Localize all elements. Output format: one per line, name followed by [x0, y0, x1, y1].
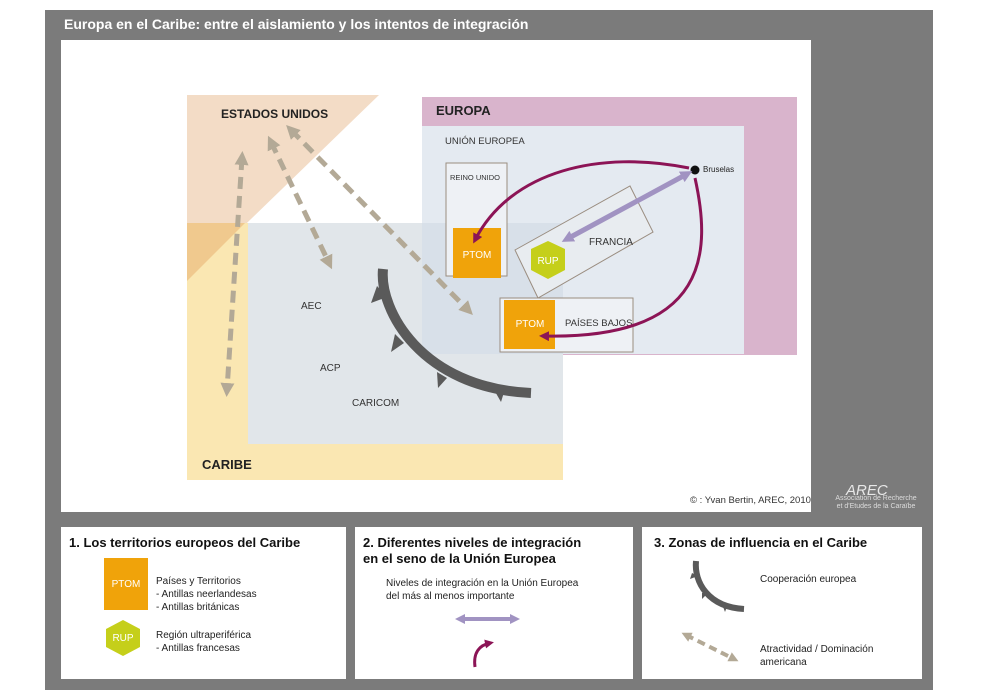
purple-arrow-paises-bajos: [539, 177, 704, 342]
coop-barb-2: [391, 334, 404, 352]
legend-rup-desc: Región ultraperiférica - Antillas france…: [156, 629, 251, 655]
cooperation-arc: [377, 268, 532, 398]
legend-2-desc-line2: del más al menos importante: [386, 591, 515, 602]
legend-atrac-line1: Atractividad / Dominación: [760, 644, 874, 655]
legend-2-desc: Niveles de integración en la Unión Europ…: [386, 577, 578, 603]
ue-label: UNIÓN EUROPEA: [445, 136, 525, 147]
legend-ptom-desc: Países y Territorios - Antillas neerland…: [156, 575, 257, 614]
ptom-desc-line2: - Antillas neerlandesas: [156, 589, 257, 600]
credit-text: © : Yvan Bertin, AREC, 2010: [690, 495, 811, 506]
arec-association-text: Association de Recherche et d'Etudes de …: [820, 495, 932, 511]
legend-coop-label: Cooperación europea: [760, 574, 857, 585]
arec-text-line2: et d'Etudes de la Caraïbe: [836, 503, 916, 510]
legend-2-title-line1: 2. Diferentes niveles de integración: [363, 535, 582, 550]
us-arrow-vertical: [220, 151, 249, 397]
legend-coop-arc: [690, 560, 745, 612]
legend-panel-3: 3. Zonas de influencia en el Caribe Coop…: [642, 527, 922, 679]
arec-logo: AREC: [846, 482, 888, 499]
rup-desc-line2: - Antillas francesas: [156, 643, 240, 654]
legend-2-title: 2. Diferentes niveles de integración en …: [363, 535, 581, 567]
legend-rup-hexagon: RUP: [106, 620, 140, 656]
ptom-desc-line1: Países y Territorios: [156, 576, 241, 587]
europa-label: EUROPA: [436, 103, 491, 118]
legend-2-title-line2: en el seno de la Unión Europea: [363, 551, 556, 566]
legend-atrac-label: Atractividad / Dominación americana: [760, 643, 873, 669]
ptom-paises-bajos-label: PTOM: [516, 319, 545, 330]
page-title: Europa en el Caribe: entre el aislamient…: [64, 16, 529, 32]
ptom-reino-unido-label: PTOM: [463, 250, 492, 261]
legend-panel-1: 1. Los territorios europeos del Caribe P…: [61, 527, 346, 679]
lavender-arrow-francia: [561, 171, 693, 242]
aec-label: AEC: [301, 301, 322, 312]
map-area: PTOM PTOM RUP ESTADOS UNIDOS EUROPA UNIÓ…: [61, 40, 811, 512]
purple-arrow-reino-unido: [473, 160, 690, 244]
coop-barb-4: [493, 388, 505, 402]
legend-ptom-square: PTOM: [104, 558, 148, 610]
legend-atrac-line2: americana: [760, 657, 807, 668]
rup-desc-line1: Región ultraperiférica: [156, 630, 252, 641]
paises-bajos-label: PAÍSES BAJOS: [565, 318, 632, 329]
bruselas-dot: [690, 165, 700, 175]
us-arrow-europe: [286, 125, 473, 315]
legend-us-arrow: [681, 632, 739, 662]
map-svg: PTOM PTOM RUP ESTADOS UNIDOS EUROPA UNIÓ…: [187, 95, 797, 480]
rup-label: RUP: [537, 256, 558, 267]
ptom-desc-line3: - Antillas británicas: [156, 602, 240, 613]
legend-panel-2: 2. Diferentes niveles de integración en …: [355, 527, 633, 679]
coop-barb-3: [437, 372, 447, 388]
legend-3-title: 3. Zonas de influencia en el Caribe: [654, 535, 868, 550]
usa-label: ESTADOS UNIDOS: [221, 107, 328, 121]
reino-unido-label: REINO UNIDO: [450, 173, 500, 182]
rup-hexagon: [531, 241, 565, 279]
coop-barb-1: [371, 286, 387, 303]
arec-text-line1: Association de Recherche: [835, 495, 917, 502]
legend-2-desc-line1: Niveles de integración en la Unión Europ…: [386, 578, 579, 589]
caribe-label: CARIBE: [202, 457, 252, 472]
francia-label: FRANCIA: [589, 237, 633, 248]
caricom-label: CARICOM: [352, 398, 399, 409]
legend-purple-arrow: [473, 639, 494, 668]
legend-2-arrows: [455, 614, 520, 668]
acp-label: ACP: [320, 363, 341, 374]
bruselas-label: Bruselas: [703, 165, 734, 174]
legend-1-title: 1. Los territorios europeos del Caribe: [69, 535, 301, 550]
